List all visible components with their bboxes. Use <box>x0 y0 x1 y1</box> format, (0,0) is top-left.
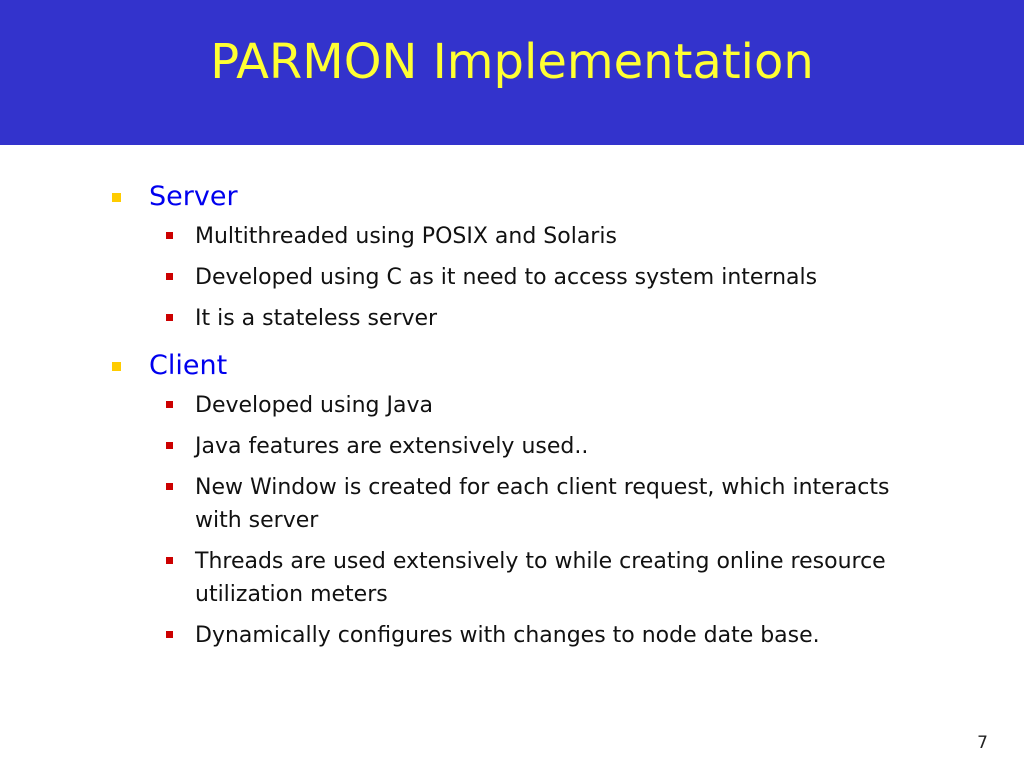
list-item-text: Developed using C as it need to access s… <box>195 265 818 290</box>
title-bar: PARMON Implementation <box>0 0 1024 145</box>
list-item-text: Developed using Java <box>195 393 433 418</box>
list-item-text: New Window is created for each client re… <box>195 475 890 533</box>
square-bullet-icon <box>112 362 121 371</box>
list-item-text: Multithreaded using POSIX and Solaris <box>195 224 617 249</box>
square-bullet-icon <box>166 401 173 408</box>
bullet-level1-client: Client <box>112 347 992 385</box>
square-bullet-icon <box>166 273 173 280</box>
list-item-text: Java features are extensively used.. <box>195 434 589 459</box>
section-heading: Server <box>149 181 238 212</box>
server-sublist: Multithreaded using POSIX and Solaris De… <box>112 220 992 335</box>
page-number: 7 <box>977 733 988 753</box>
square-bullet-icon <box>166 314 173 321</box>
list-item: New Window is created for each client re… <box>112 471 992 537</box>
list-item-text: Dynamically configures with changes to n… <box>195 623 820 648</box>
square-bullet-icon <box>166 631 173 638</box>
square-bullet-icon <box>166 557 173 564</box>
list-item: Dynamically configures with changes to n… <box>112 619 992 652</box>
list-item: Threads are used extensively to while cr… <box>112 545 992 611</box>
slide-content: Server Multithreaded using POSIX and Sol… <box>112 178 992 660</box>
list-item: Multithreaded using POSIX and Solaris <box>112 220 992 253</box>
list-item: Developed using C as it need to access s… <box>112 261 992 294</box>
section-heading: Client <box>149 350 228 381</box>
list-item: Developed using Java <box>112 389 992 422</box>
slide-title: PARMON Implementation <box>210 34 814 90</box>
square-bullet-icon <box>166 442 173 449</box>
list-item: It is a stateless server <box>112 302 992 335</box>
square-bullet-icon <box>166 232 173 239</box>
square-bullet-icon <box>112 193 121 202</box>
list-item-text: It is a stateless server <box>195 306 438 331</box>
bullet-level1-server: Server <box>112 178 992 216</box>
section-client: Client Developed using Java Java feature… <box>112 347 992 652</box>
list-item: Java features are extensively used.. <box>112 430 992 463</box>
square-bullet-icon <box>166 483 173 490</box>
list-item-text: Threads are used extensively to while cr… <box>195 549 886 607</box>
client-sublist: Developed using Java Java features are e… <box>112 389 992 652</box>
section-server: Server Multithreaded using POSIX and Sol… <box>112 178 992 335</box>
